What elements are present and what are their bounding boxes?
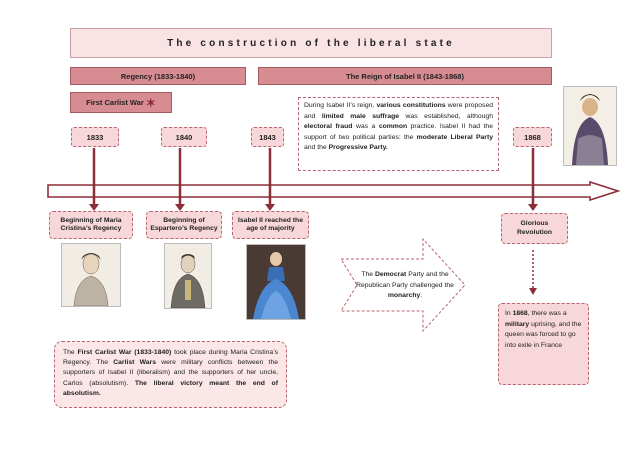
carlist-war-note: The First Carlist War (1833-1840) took p… xyxy=(54,341,287,408)
challenge-arrow xyxy=(340,237,466,333)
isabel-exile-portrait xyxy=(563,86,617,166)
exile-note: In 1868, there was a military uprising, … xyxy=(498,303,589,385)
event-maria-cristina-regency: Beginning of Maria Cristina’s Regency xyxy=(49,211,133,239)
regency-period-bar: Regency (1833-1840) xyxy=(70,67,246,85)
battle-star-icon: ✶ xyxy=(145,95,156,110)
reign-period-bar: The Reign of Isabel II (1843-1868) xyxy=(258,67,552,85)
year-1840: 1840 xyxy=(161,127,207,147)
carlist-war-text: First Carlist War xyxy=(86,98,144,107)
year-1868: 1868 xyxy=(513,127,552,147)
event-espartero-regency: Beginning of Espartero’s Regency xyxy=(146,211,222,239)
event-glorious-revolution: Glorious Revolution xyxy=(501,213,568,244)
year-1833: 1833 xyxy=(71,127,119,147)
page-title: The construction of the liberal state xyxy=(70,28,552,58)
carlist-war-label: First Carlist War ✶ xyxy=(70,92,172,113)
maria-cristina-portrait xyxy=(61,243,121,307)
year-1843: 1843 xyxy=(251,127,284,147)
challenge-text: The Democrat Party and the Republican Pa… xyxy=(356,271,454,300)
reign-note: During Isabel II’s reign, various consti… xyxy=(298,97,499,171)
event-isabel-majority: Isabel II reached the age of majority xyxy=(232,211,309,239)
espartero-portrait xyxy=(164,243,212,309)
isabel-majority-portrait xyxy=(246,244,306,320)
